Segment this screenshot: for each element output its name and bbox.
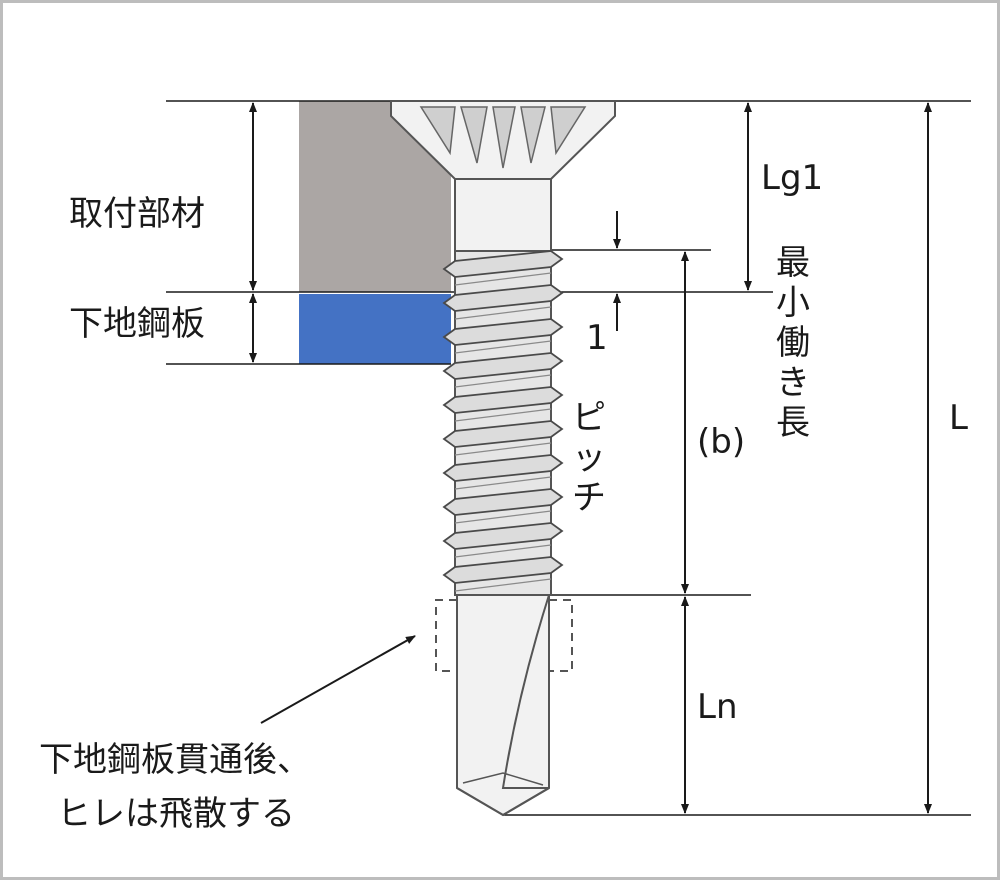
thread-crest: [442, 352, 564, 380]
screw-threads: [442, 250, 564, 592]
pitch-label: ピッチ: [572, 398, 606, 518]
b-label: (b): [697, 422, 746, 462]
screw-diagram: [166, 100, 971, 817]
thread-crest: [442, 250, 564, 278]
thread-root: [454, 374, 552, 388]
thread-root: [454, 272, 552, 286]
thread-crest: [442, 556, 564, 584]
ln-label: Ln: [697, 687, 738, 727]
thread-root: [454, 544, 552, 558]
thread-crest: [442, 420, 564, 448]
thread-crest: [442, 488, 564, 516]
thread-crest: [442, 522, 564, 550]
head-ridges: [419, 106, 587, 169]
lg1-label: Lg1: [761, 158, 824, 198]
screw: [390, 100, 616, 817]
thread-root: [454, 476, 552, 490]
min-working-length-label: 最小働き長: [776, 243, 810, 443]
thread-root: [454, 306, 552, 320]
wing-right-dashed: [549, 599, 573, 672]
thread-crest: [442, 386, 564, 414]
mounting-member-label: 取付部材: [69, 194, 205, 234]
l-label: L: [949, 398, 968, 438]
thread-crest: [442, 454, 564, 482]
base-steel-plate-block: [299, 294, 451, 364]
note-line-2: ヒレは飛散する: [57, 794, 295, 834]
drill-flute: [501, 594, 550, 789]
thread-root: [454, 340, 552, 354]
thread-root: [454, 408, 552, 422]
thread-crest: [442, 284, 564, 312]
thread-root: [454, 442, 552, 456]
thread-root: [454, 510, 552, 524]
gap-one-label: 1: [586, 318, 608, 358]
note-line-1: 下地鋼板貫通後、: [39, 740, 311, 780]
base-steel-plate-label: 下地鋼板: [69, 304, 205, 344]
thread-root: [454, 578, 552, 592]
thread-crest: [442, 318, 564, 346]
wing-left-dashed: [435, 599, 457, 672]
note-leader-arrow: [260, 635, 416, 724]
screw-shank: [454, 178, 552, 252]
